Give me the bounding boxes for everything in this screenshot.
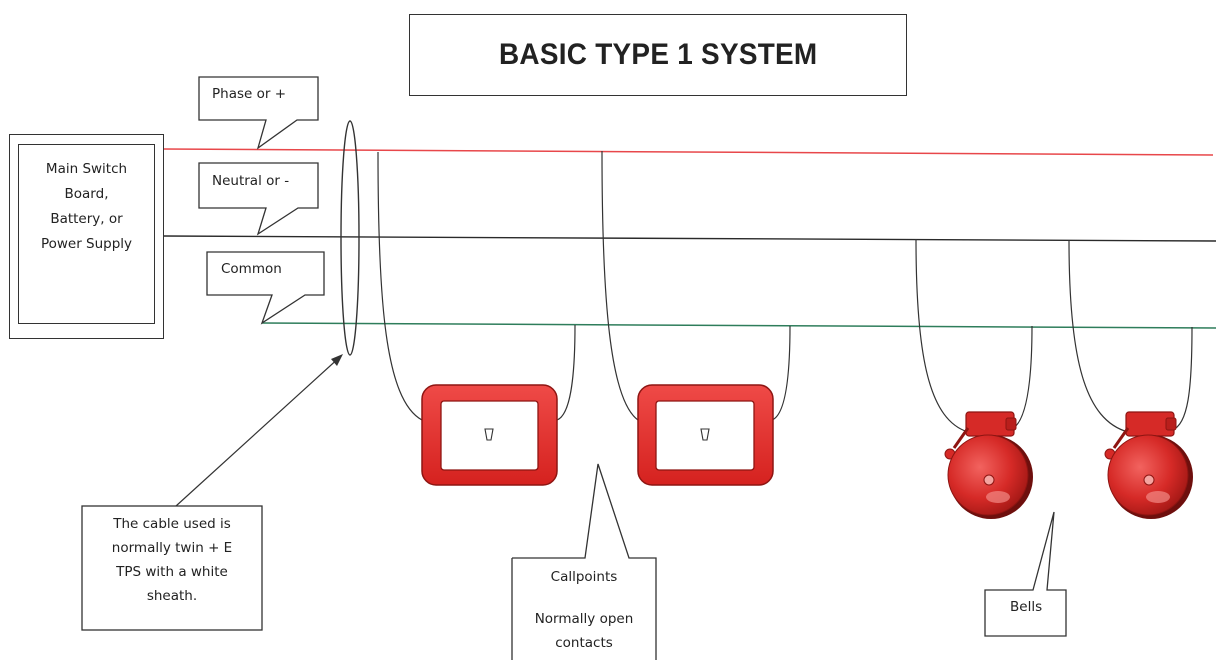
bell-2-wire-left (1068, 239, 1129, 433)
cable-note-line: The cable used is (113, 516, 231, 532)
bells-note-label: Bells (1010, 599, 1043, 615)
power-supply-label-line: Board, (64, 186, 109, 202)
phase-callout-bubble (198, 76, 319, 150)
neutral-callout-label: Neutral or - (212, 173, 290, 189)
callpoint-icon (421, 384, 558, 486)
cable-note-pointer (175, 355, 342, 507)
cable-note-text: The cable used is normally twin + E TPS … (82, 512, 262, 608)
phase-wire (162, 148, 1214, 156)
callpoints-note-line: Normally open (534, 611, 634, 627)
cable-note-line: sheath. (146, 588, 198, 604)
neutral-callout-bubble (198, 162, 319, 236)
callpoint-2-wire-right (771, 325, 791, 421)
bell-icon (944, 411, 1033, 519)
callpoint-1-wire-right (556, 324, 576, 421)
cable-bundle-ellipse (340, 120, 360, 356)
callpoint-icon (637, 384, 774, 486)
title-box: BASIC TYPE 1 SYSTEM (409, 14, 907, 96)
callpoints-note-text: Callpoints Normally open contacts (512, 565, 656, 655)
bells-note-bubble (984, 511, 1067, 637)
cable-note-line: TPS with a white (116, 564, 228, 580)
callpoints-note-bubble (511, 463, 657, 660)
common-callout-label: Common (221, 261, 282, 277)
bell-1-wire-left (915, 238, 969, 433)
power-supply-box: Main Switch Board, Battery, or Power Sup… (18, 144, 155, 324)
phase-callout-label: Phase or + (212, 86, 287, 102)
bell-icon (1104, 411, 1193, 519)
callpoint-1-wire-left (377, 151, 423, 421)
power-supply-label-line: Main Switch (45, 161, 128, 177)
common-wire (261, 322, 1216, 329)
callpoints-note-line: contacts (555, 635, 613, 651)
common-callout-bubble (206, 251, 325, 325)
neutral-wire (162, 235, 1216, 242)
callpoint-2-wire-left (601, 150, 639, 421)
cable-note-arrowhead (331, 354, 343, 366)
cable-note-line: normally twin + E (111, 540, 233, 556)
bell-2-wire-right (1171, 326, 1193, 431)
callpoints-note-title: Callpoints (550, 569, 618, 585)
cable-note-box (81, 505, 263, 631)
power-supply-label-line: Power Supply (40, 236, 133, 252)
page-title: BASIC TYPE 1 SYSTEM (498, 38, 818, 71)
power-supply-label-line: Battery, or (50, 211, 123, 227)
power-supply-outer-frame (9, 134, 164, 339)
